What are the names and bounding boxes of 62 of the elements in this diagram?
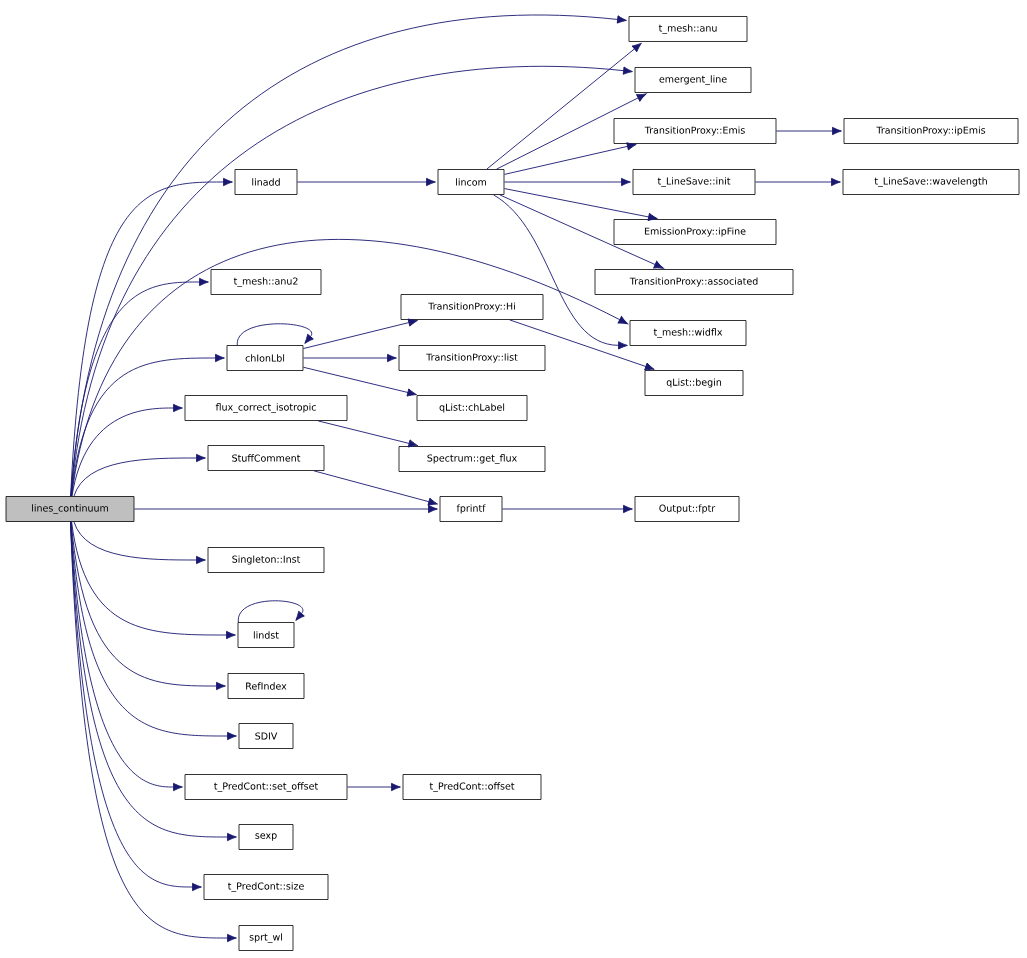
function-box: flux_correct_isotropic	[184, 395, 348, 421]
function-box: TransitionProxy::Hi	[400, 294, 544, 320]
function-box: qList::chLabel	[416, 395, 528, 421]
arrow	[71, 403, 183, 497]
arrow	[73, 453, 206, 497]
arrow	[133, 504, 438, 514]
function-box: t_PredCont::offset	[402, 774, 542, 800]
function-box: TransitionProxy::ipEmis	[843, 118, 1019, 144]
function-box: qList::begin	[644, 370, 744, 396]
arrow	[296, 177, 436, 187]
function-box: t_mesh::anu2	[210, 269, 322, 295]
function-box: TransitionProxy::Emis	[613, 118, 777, 144]
arrow	[70, 353, 225, 497]
arrow	[501, 504, 633, 514]
function-box: t_mesh::anu	[628, 16, 748, 42]
function-box: StuffComment	[207, 445, 325, 471]
arrow	[503, 142, 637, 175]
function-box: TransitionProxy::associated	[594, 269, 794, 295]
function-box: sexp	[238, 824, 294, 850]
arrow	[71, 521, 236, 640]
arrow	[346, 782, 401, 792]
function-box: linadd	[234, 169, 298, 195]
arrow	[302, 366, 417, 397]
function-box: emergent_line	[634, 67, 752, 93]
function-box: TransitionProxy::list	[398, 345, 546, 371]
arrow	[503, 177, 631, 187]
arrow	[313, 470, 438, 506]
arrow	[496, 93, 647, 170]
arrow	[775, 126, 842, 136]
arrow	[503, 188, 658, 222]
function-box: Output::fptr	[634, 496, 740, 522]
arrow	[754, 177, 841, 187]
arrow	[509, 319, 655, 371]
function-box: t_PredCont::set_offset	[184, 774, 348, 800]
arrow	[237, 600, 305, 623]
arrow	[70, 521, 237, 943]
arrow	[73, 521, 206, 565]
function-box: lines_continuum	[5, 496, 135, 522]
arrow	[70, 277, 209, 497]
arrow	[236, 323, 314, 346]
function-box: chIonLbl	[226, 345, 304, 371]
arrow	[499, 194, 664, 269]
arrow	[493, 194, 628, 350]
arrow	[302, 353, 397, 363]
function-box: EmissionProxy::ipFine	[613, 219, 777, 245]
function-box: Singleton::Inst	[207, 547, 325, 573]
function-box: RefIndex	[227, 673, 305, 699]
function-box: t_mesh::widflx	[629, 320, 747, 346]
function-box: lindst	[237, 622, 295, 648]
arrow	[302, 318, 418, 349]
function-box: Spectrum::get_flux	[398, 446, 546, 472]
function-box: t_LineSave::wavelength	[842, 169, 1020, 195]
function-box: sprt_wl	[238, 925, 294, 951]
function-box: t_LineSave::init	[632, 169, 756, 195]
function-box: lincom	[437, 169, 505, 195]
arrow	[70, 521, 237, 741]
arrow	[70, 521, 183, 792]
function-box: t_PredCont::size	[203, 874, 329, 900]
function-box: fprintf	[439, 496, 503, 522]
arrow	[486, 42, 642, 170]
function-box: SDIV	[238, 723, 294, 749]
arrow	[317, 420, 419, 448]
